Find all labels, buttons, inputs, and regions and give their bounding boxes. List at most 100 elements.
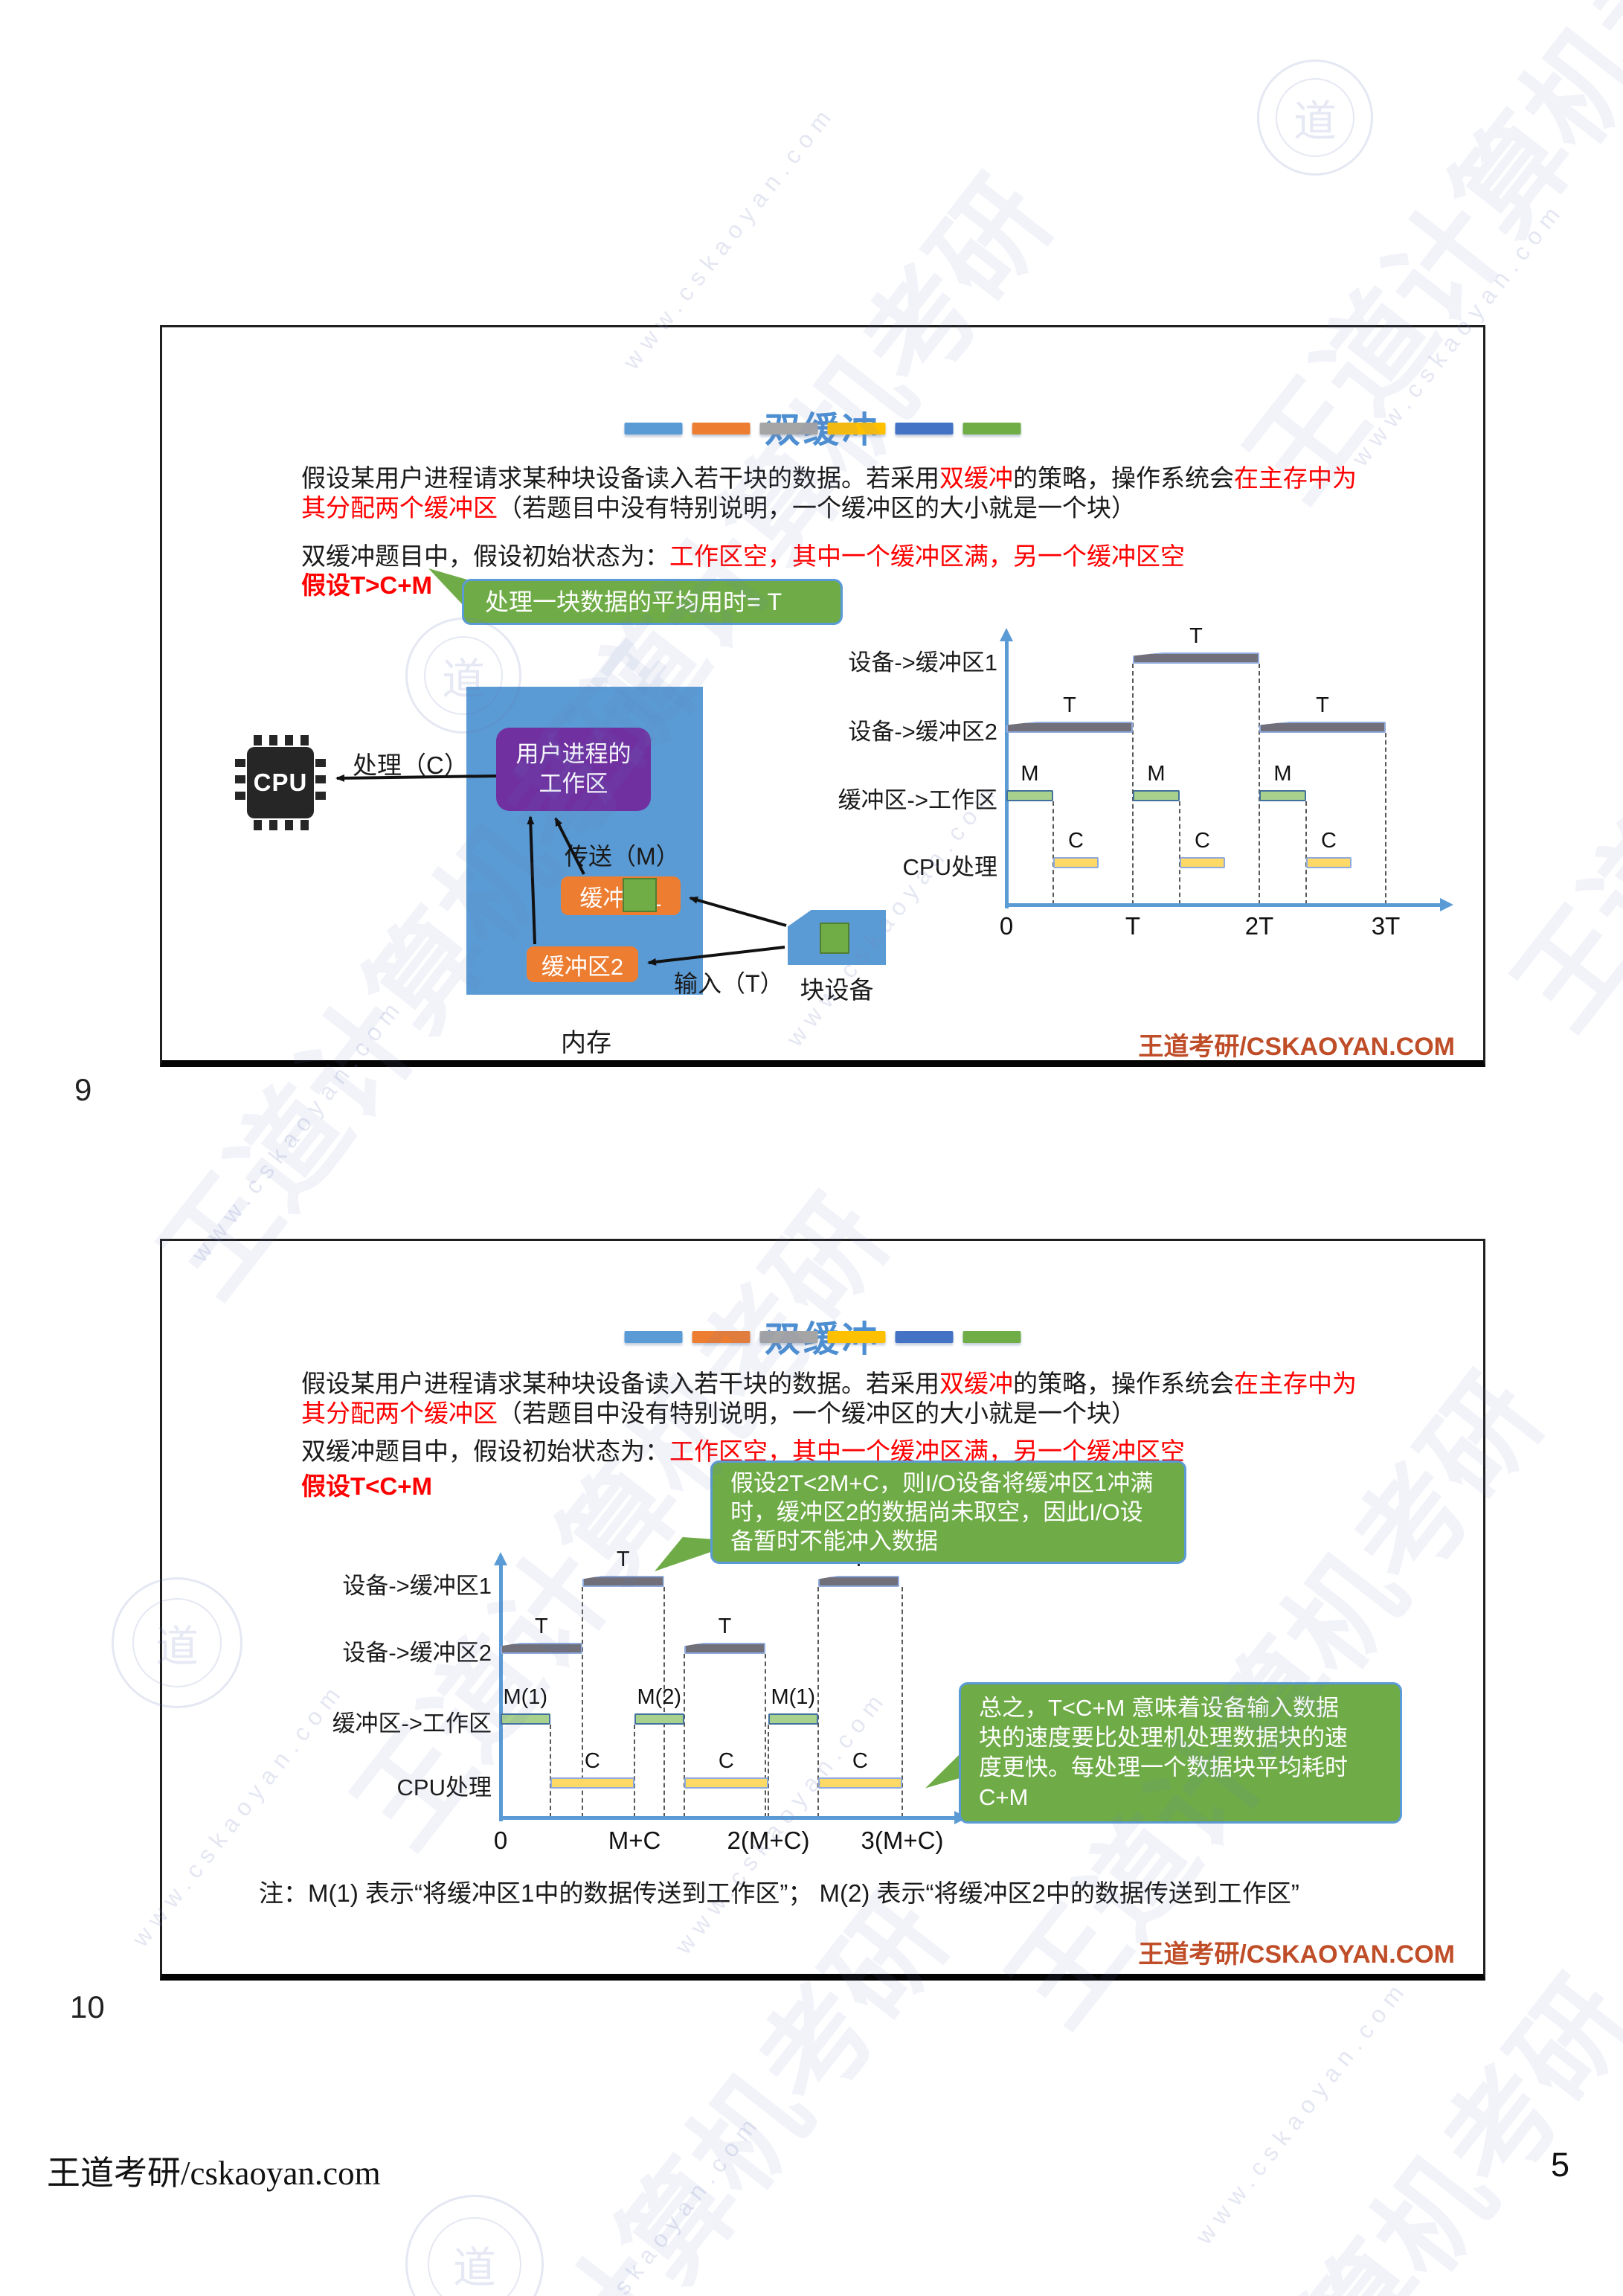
chart-row-label: 设备->缓冲区2	[848, 718, 997, 745]
theme-color-bar	[624, 423, 683, 434]
guide-line	[1132, 664, 1134, 905]
gantt-bar	[1259, 790, 1306, 801]
x-axis-tick-label: 3(M+C)	[861, 1827, 944, 1854]
gantt-bar-label: T	[1063, 693, 1076, 717]
guide-line	[663, 1587, 665, 1818]
guide-line	[902, 1587, 903, 1818]
gantt-bar-label: M	[1273, 762, 1292, 786]
theme-bar-row	[624, 1331, 1021, 1343]
theme-color-bar	[759, 1331, 818, 1343]
theme-color-bar	[895, 1331, 954, 1343]
speech-bubble-2t-condition: 假设2T<2M+C，则I/O设备将缓冲区1冲满 时，缓冲区2的数据尚未取空，因此…	[710, 1460, 1186, 1564]
text-segment-red: 在主存中为	[1234, 464, 1357, 492]
chart-row-label: CPU处理	[396, 1774, 492, 1800]
text-segment: 假设某用户进程请求某种块设备读入若干块的数据。若采用	[301, 464, 939, 492]
timing-chart-t-lt-cm: 设备->缓冲区1TT设备->缓冲区2TT缓冲区->工作区M(1)M(2)M(1)…	[322, 1546, 992, 1859]
text-segment: 的策略，操作系统会	[1013, 1370, 1234, 1397]
gantt-bar	[1133, 790, 1180, 801]
speech-bubble-avg-time: 处理一块数据的平均用时= T	[462, 579, 843, 625]
note-line: 注：M(1) 表示“将缓冲区1中的数据传送到工作区”； M(2) 表示“将缓冲区…	[259, 1879, 1299, 1907]
text-segment: 的策略，操作系统会	[1013, 464, 1234, 492]
gantt-bar	[550, 1777, 634, 1789]
guide-line	[549, 1725, 551, 1818]
paragraph-line: 假设某用户进程请求某种块设备读入若干块的数据。若采用双缓冲的策略，操作系统会在主…	[301, 1369, 1357, 1399]
slide-brand: 王道考研/CSKAOYAN.COM	[1138, 1940, 1455, 1969]
gantt-bar-label: C	[852, 1749, 868, 1773]
gantt-bar	[501, 1643, 582, 1654]
x-axis-tick-label: 3T	[1371, 912, 1401, 940]
theme-color-bar	[692, 423, 751, 434]
watermark-text: 王道计算机考研	[1491, 357, 1623, 1051]
chart-row-label: CPU处理	[902, 853, 997, 880]
guide-line	[1178, 801, 1180, 905]
cpu-chip-icon: CPU	[235, 735, 326, 830]
gantt-bar	[817, 1777, 902, 1789]
guide-line	[1052, 801, 1054, 905]
text-segment: （若题目中没有特别说明，一个缓冲区的大小就是一个块）	[498, 1399, 1136, 1427]
data-block-icon	[623, 878, 657, 912]
gantt-bar-label: C	[1195, 829, 1210, 853]
input-t-label: 输入（T）	[674, 970, 784, 997]
gantt-bar	[501, 1713, 550, 1725]
arrow-buffer2-to-work	[527, 815, 536, 945]
gantt-bar	[768, 1713, 818, 1725]
text-segment: 双缓冲题目中，假设初始状态为：	[301, 542, 669, 570]
paragraph-line: 双缓冲题目中，假设初始状态为：工作区空，其中一个缓冲区满，另一个缓冲区空	[301, 542, 1185, 571]
paragraph-line: 假设某用户进程请求某种块设备读入若干块的数据。若采用双缓冲的策略，操作系统会在主…	[301, 464, 1357, 493]
device-label: 块设备	[800, 976, 874, 1004]
gantt-bar	[1259, 722, 1386, 733]
seal-watermark-glyph: 道	[1276, 78, 1354, 157]
cpu-label: CPU	[247, 747, 314, 818]
gantt-bar-label: T	[1316, 693, 1329, 717]
cpu-pins	[254, 735, 309, 745]
chart-row-label: 缓冲区->工作区	[838, 786, 997, 813]
watermark-url-text: www.cskaoyan.com	[1190, 1974, 1414, 2250]
seal-watermark-glyph: 道	[427, 2216, 522, 2296]
paragraph-line: 其分配两个缓冲区（若题目中没有特别说明，一个缓冲区的大小就是一个块）	[301, 493, 1136, 523]
x-axis	[499, 1816, 956, 1820]
work-area-box: 用户进程的 工作区	[496, 728, 651, 811]
slide-10: 双缓冲 假设某用户进程请求某种块设备读入若干块的数据。若采用双缓冲的策略，操作系…	[160, 1239, 1485, 1981]
gantt-bar-label: T	[535, 1614, 548, 1638]
y-axis-arrow-icon	[1000, 628, 1013, 641]
theme-color-bar	[692, 1331, 751, 1343]
assumption-text: 假设T<C+M	[301, 1472, 433, 1500]
theme-color-bar	[624, 1331, 683, 1343]
x-axis-tick-label: 0	[493, 1827, 508, 1854]
diagram-arrows	[335, 774, 787, 966]
guide-line	[1385, 733, 1386, 905]
y-axis	[499, 1563, 503, 1821]
arrow-work-to-cpu	[335, 774, 497, 782]
cpu-pins	[315, 759, 326, 807]
text-segment-red: 在主存中为	[1234, 1370, 1357, 1397]
gantt-bar	[684, 1777, 768, 1789]
gantt-bar-label: T	[1189, 624, 1203, 648]
x-axis-tick-label: M+C	[608, 1827, 661, 1854]
guide-line	[765, 1654, 767, 1818]
gantt-bar-label: M(1)	[503, 1685, 548, 1709]
guide-line	[1305, 801, 1307, 905]
cpu-pins	[235, 759, 245, 807]
theme-color-bar	[962, 423, 1021, 434]
gantt-bar-label: C	[584, 1749, 600, 1773]
guide-line	[768, 1725, 769, 1818]
text-segment-red: 双缓冲	[939, 1370, 1013, 1397]
cpu-pins	[254, 820, 309, 830]
theme-bar-row	[624, 423, 1021, 434]
gantt-bar	[1305, 857, 1352, 868]
paragraph-line: 其分配两个缓冲区（若题目中没有特别说明，一个缓冲区的大小就是一个块）	[301, 1399, 1136, 1428]
gantt-bar-label: T	[616, 1548, 630, 1571]
transfer-m-label: 传送（M）	[565, 843, 680, 870]
theme-color-bar	[827, 423, 886, 434]
gantt-bar-label: M	[1021, 762, 1039, 786]
arrow-device-to-buffer1	[689, 896, 787, 927]
speech-bubble-summary: 总之，T<C+M 意味着设备输入数据 块的速度要比处理机处理数据块的速 度更快。…	[959, 1682, 1402, 1824]
arrow-device-to-buffer2	[647, 946, 785, 966]
text-segment-red: 工作区空，其中一个缓冲区满，另一个缓冲区空	[669, 1437, 1185, 1465]
chart-row-label: 设备->缓冲区1	[848, 649, 997, 676]
gantt-bar	[1006, 790, 1053, 801]
watermark-url-text: www.cskaoyan.com	[543, 2108, 767, 2296]
slide-page-number: 9	[74, 1072, 92, 1107]
data-block-icon	[820, 923, 849, 954]
